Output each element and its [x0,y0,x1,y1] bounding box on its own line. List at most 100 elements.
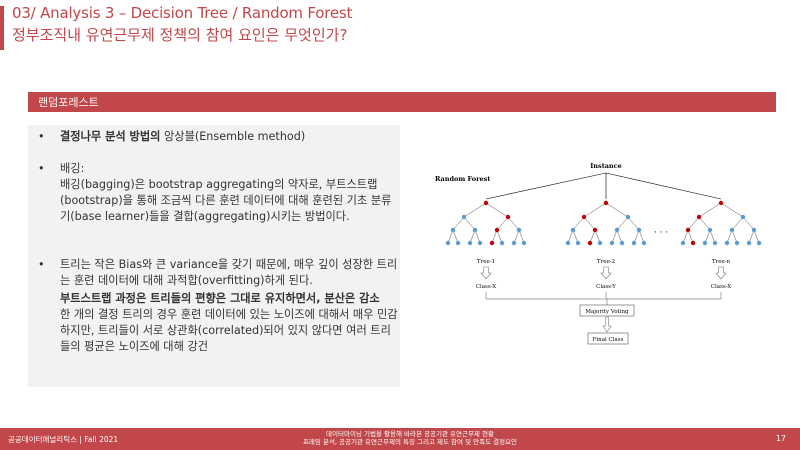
down-arrow-icon [602,316,612,333]
tree-node [505,214,511,220]
tree-edge [496,216,509,231]
footer-topic: 데이터마이닝 기법을 활용해 바라본 공공기관 유연근무제 현황 프레임 분석,… [270,430,550,446]
tree-node [472,227,478,233]
tree-node [729,227,735,233]
instance-label: Instance [590,162,621,170]
tree-node [494,227,500,233]
tree-node [483,200,489,206]
majority-voting-label: Majority Voting [585,309,629,315]
final-class-label: Final Class [593,337,624,343]
majority-voting-box [579,304,635,317]
tree-edge [452,216,465,231]
slide-subtitle: 정부조직내 유연근무제 정책의 참여 요인은 무엇인가? [12,26,348,44]
tree-node [609,240,615,246]
tree-edge [687,229,694,244]
tree-node [696,214,702,220]
tree-node [740,214,746,220]
page-number: 17 [775,434,786,443]
section-header: 랜덤포레스트 [28,92,776,112]
tree-node [702,240,708,246]
tree-node [680,240,686,246]
tree-edge [518,229,525,244]
tree-edge [452,229,459,244]
tree-edge [589,229,596,244]
tree-edge [507,216,520,231]
bullet-marker: • [38,130,45,143]
decision-tree [565,200,647,246]
tree-node [619,240,625,246]
decision-tree [445,200,527,246]
tree-edge [594,229,601,244]
tree-node [581,214,587,220]
tree-edge [731,229,738,244]
ensemble-text: 앙상블(Ensemble method) [160,130,306,143]
random-forest-diagram: Random Forest Instance · · · Tree-1Class… [435,162,762,345]
tree-node [751,227,757,233]
slide-title: 03/ Analysis 3 – Decision Tree / Random … [12,4,353,22]
tree-node [477,240,483,246]
tree-node [712,240,718,246]
tree-node [724,240,730,246]
tree-edge [633,229,640,244]
tree-edge [583,216,596,231]
tree-edge [572,216,585,231]
final-class-box [587,332,629,345]
tree-edge [753,229,760,244]
tree-edge [513,229,520,244]
tree-node [718,200,724,206]
footer-topic-line2: 프레임 분석, 공공기관 유연근무제의 특징 그리고 제도 참여 및 만족도 결… [302,438,518,446]
tree-edge [616,229,623,244]
tree-node [734,240,740,246]
tree-node [516,227,522,233]
tree-edge [704,229,711,244]
tree-edge [682,229,689,244]
tree-node [489,240,495,246]
tree-edge [491,229,498,244]
tree-edge [474,229,481,244]
class-label: Class-Y [596,284,616,290]
random-forest-label: Random Forest [435,175,490,183]
class-label: Class-X [476,284,497,290]
tree-node [756,240,762,246]
tree-edge [616,216,629,231]
tree-edge [572,229,579,244]
tree-edge [698,216,711,231]
tree-edge [731,216,744,231]
bootstrap-emphasis: 부트스트랩 과정은 트리들의 편향은 그대로 유지하면서, 분산은 감소 [60,292,380,305]
trees-group [445,200,762,246]
tree-node [592,227,598,233]
tree-label: Tree-1 [477,259,495,265]
tree-edge [638,229,645,244]
tree-edge [627,216,640,231]
tree-node [511,240,517,246]
bullet-marker: • [38,162,45,175]
tree-node [461,214,467,220]
instance-arrow [605,172,722,200]
tree-node [499,240,505,246]
down-arrow-icon [715,266,727,280]
variance-description: 트리는 작은 Bias와 큰 variance을 갖기 때문에, 매우 깊이 성… [60,258,398,287]
tree-node [587,240,593,246]
tree-node [570,227,576,233]
content-box: • 결정나무 분석 방법의 앙상블(Ensemble method) • 배깅:… [28,125,400,387]
tree-edge [463,216,476,231]
tree-node [685,227,691,233]
down-arrow-icon [600,266,612,280]
tree-node [641,240,647,246]
tree-node [631,240,637,246]
instance-arrows [485,172,722,200]
footer-course: 공공데이터애널리틱스 | Fall 2021 [8,435,119,444]
instance-arrow [485,172,607,200]
down-arrow-icon [480,266,492,280]
tree-node [625,214,631,220]
tree-edge [720,202,744,218]
tree-node [455,240,461,246]
tree-node [565,240,571,246]
tree-node [690,240,696,246]
tree-node [603,200,609,206]
tree-edge [742,216,755,231]
class-label: Class-X [711,284,732,290]
tree-ellipsis: · · · [654,228,668,238]
tree-label: Tree-2 [597,259,615,265]
tree-edge [567,229,574,244]
